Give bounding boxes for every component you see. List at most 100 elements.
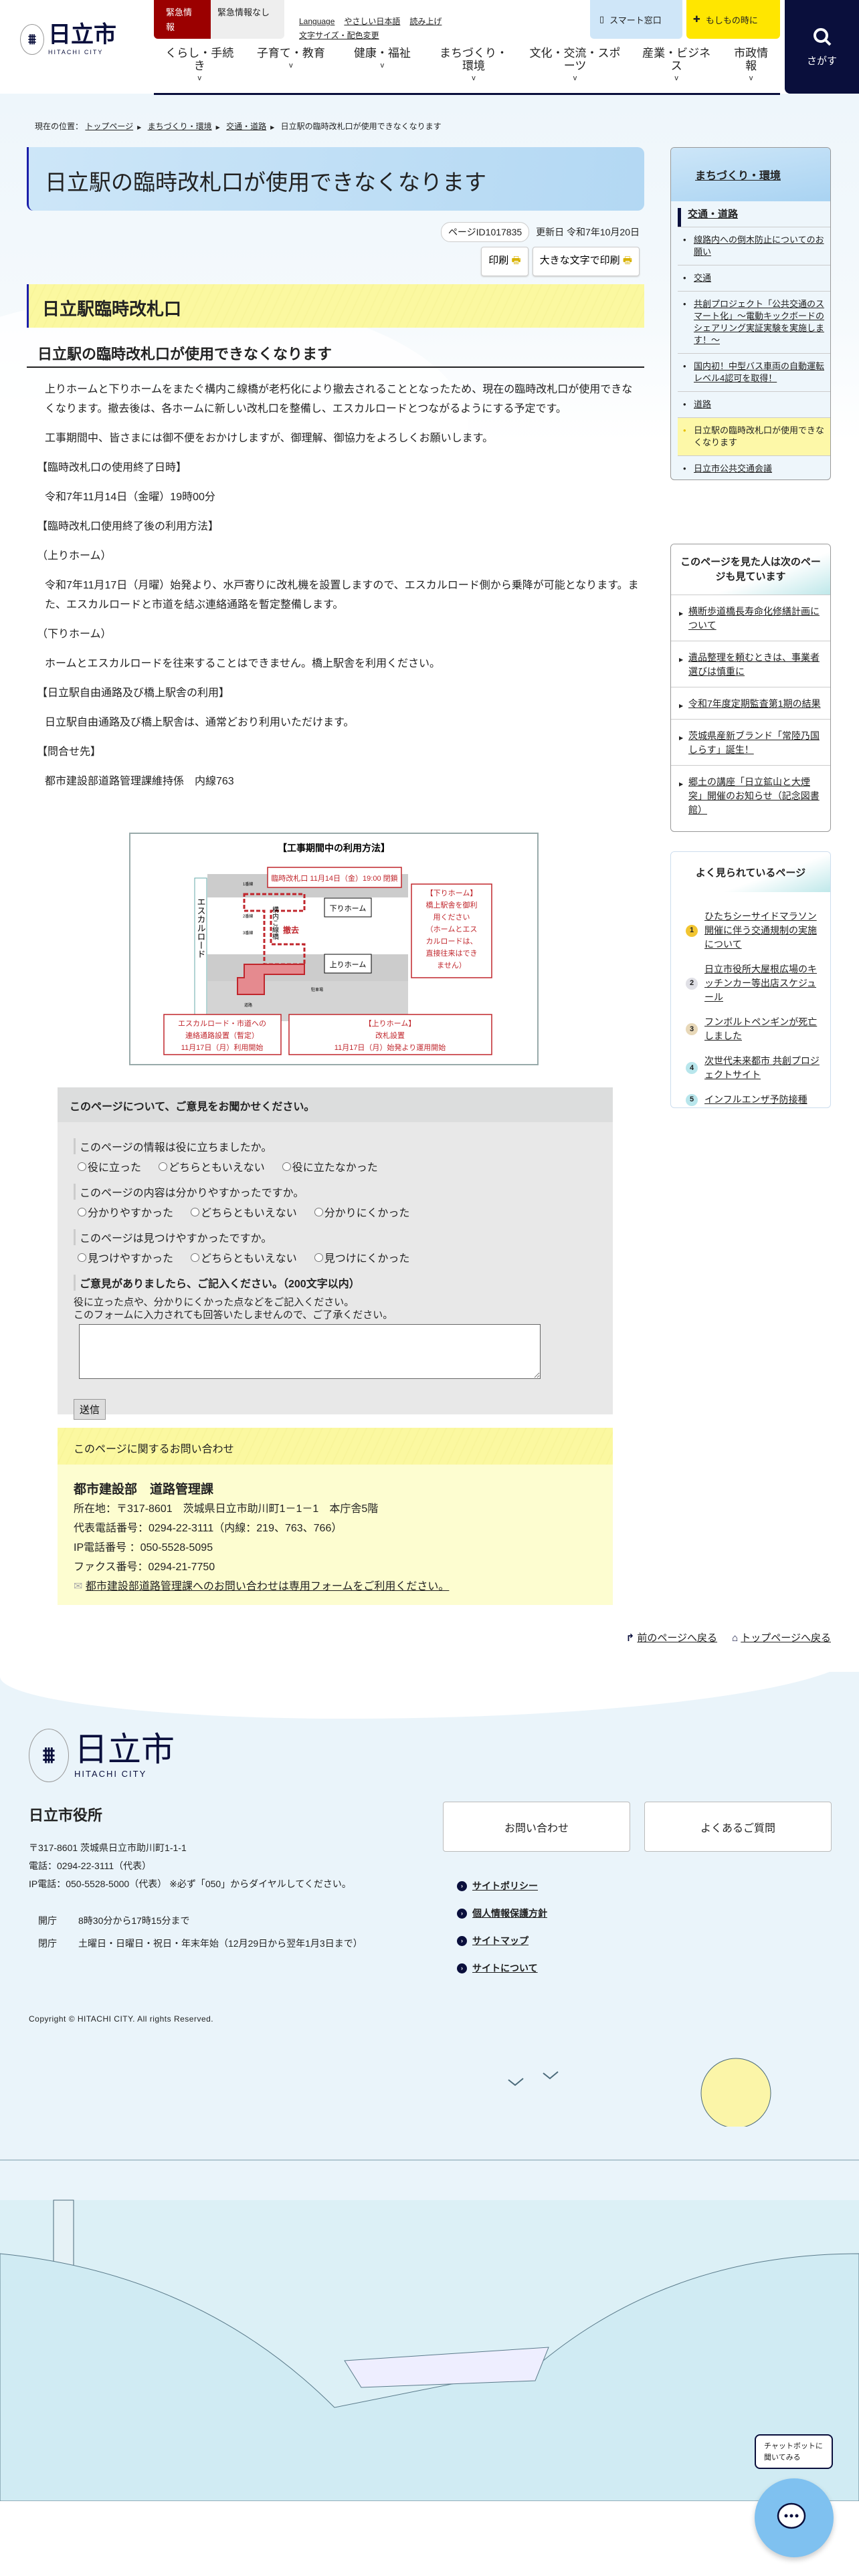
radio[interactable] [78, 1162, 86, 1171]
return-arrow-icon: ↱ [626, 1632, 635, 1644]
category-item: 日立市公共交通会議 [678, 455, 830, 479]
footer-logo-name: 日立市 [74, 1730, 175, 1768]
emergency-guide-button[interactable]: ✚もしもの時に [686, 0, 780, 39]
submit-button[interactable]: 送信 [74, 1399, 106, 1420]
popular-link[interactable]: 日立市役所大屋根広場のキッチンカー等出店スケジュール [704, 964, 817, 1002]
radio[interactable] [78, 1207, 86, 1216]
breadcrumb: 現在の位置： トップページ▶ まちづくり・環境▶ 交通・道路▶ 日立駅の臨時改札… [35, 120, 442, 132]
contact-dept: 都市建設部 道路管理課 [74, 1483, 214, 1497]
print-large-button[interactable]: 大きな文字で印刷 🖶 [532, 247, 640, 276]
footer-office-name: 日立市役所 [29, 1807, 103, 1824]
feedback-form: このページについて、ご意見をお聞かせください。 このページの情報は役に立ちました… [58, 1087, 613, 1420]
comment-textarea[interactable] [79, 1324, 541, 1379]
breadcrumb-current: 日立駅の臨時改札口が使用できなくなります [280, 122, 442, 131]
search-button[interactable]: さがす [785, 0, 859, 94]
radio-option[interactable]: どちらともいえない [159, 1158, 265, 1174]
text-size-color-link[interactable]: 文字サイズ・配色変更 [299, 31, 379, 40]
subcategory-link[interactable]: 交通・道路 [688, 209, 739, 220]
site-logo[interactable]: ⩩ 日立市 HITACHI CITY [20, 23, 116, 56]
search-label: さがす [806, 55, 837, 67]
footer-faq-button[interactable]: よくあるご質問 [644, 1802, 832, 1852]
station-diagram: 【工事期間中の利用方法】 エスカルロード 1番線 2番線 3番線 構内こ線橋 撤… [129, 833, 539, 1065]
site-header: ⩩ 日立市 HITACHI CITY 緊急情報 緊急情報なし Language や… [0, 0, 859, 95]
up-note-line: 【上りホーム】 [365, 1019, 416, 1028]
radio-option[interactable]: 分かりやすかった [78, 1204, 173, 1220]
popular-link[interactable]: ひたちシーサイドマラソン開催に伴う交通規制の実施について [704, 911, 817, 950]
contact-form-link[interactable]: 都市建設部道路管理課へのお問い合わせは専用フォームをご利用ください。 [85, 1581, 450, 1592]
radio[interactable] [159, 1162, 168, 1171]
breadcrumb-link[interactable]: トップページ [85, 122, 134, 131]
radio[interactable] [191, 1207, 200, 1216]
category-item-link[interactable]: 日立市公共交通会議 [694, 463, 773, 473]
radio-option[interactable]: 見つけにくかった [314, 1249, 409, 1265]
category-item-link[interactable]: 共創プロジェクト「公共交通のスマート化」～電動キックボードのシェアリング実証実験… [694, 299, 825, 345]
chatbot-tooltip[interactable]: チャットボットに聞いてみる [755, 2434, 833, 2469]
chevron-right-icon: ▶ [215, 124, 220, 130]
privacy-link[interactable]: 個人情報保護方針 [472, 1908, 547, 1919]
sitemap-link[interactable]: サイトマップ [472, 1935, 529, 1946]
chatbot-button[interactable] [755, 2478, 834, 2557]
related-link[interactable]: 郷土の講座「日立鉱山と大煙突」開催のお知らせ（記念図書館） [688, 776, 820, 815]
radio-option[interactable]: どちらともいえない [191, 1249, 297, 1265]
popular-link[interactable]: フンボルトペンギンが死亡しました [704, 1016, 818, 1041]
search-icon [813, 27, 831, 45]
up-note-line: 改札設置 [375, 1031, 405, 1040]
category-item-link[interactable]: 道路 [694, 399, 712, 409]
home-icon: ⌂ [732, 1632, 739, 1644]
radio-option[interactable]: どちらともいえない [191, 1204, 297, 1220]
radio-option[interactable]: 役に立たなかった [282, 1158, 378, 1174]
breadcrumb-link[interactable]: 交通・道路 [226, 122, 267, 131]
category-item-link[interactable]: 交通 [694, 273, 712, 283]
radio[interactable] [314, 1253, 323, 1262]
related-link[interactable]: 茨城県産新ブランド「常陸乃国しらす」誕生！ [688, 730, 820, 755]
radio-option[interactable]: 分かりにくかった [314, 1204, 409, 1220]
read-aloud-link[interactable]: 読み上げ [409, 17, 442, 26]
emergency-info[interactable]: 緊急情報 緊急情報なし [154, 0, 284, 39]
easy-japanese-link[interactable]: やさしい日本語 [344, 17, 401, 26]
feedback-question: このページは見つけやすかったですか。 [74, 1229, 613, 1245]
radio[interactable] [78, 1253, 86, 1262]
breadcrumb-link[interactable]: まちづくり・環境 [147, 122, 212, 131]
copyright: Copyright © HITACHI CITY. All rights Res… [29, 2014, 214, 2024]
passage-note-line: 11月17日（月）利用開始 [181, 1043, 264, 1052]
footer-contact-button[interactable]: お問い合わせ [443, 1802, 630, 1852]
smart-window-button[interactable]: ▯スマート窓口 [590, 0, 682, 39]
related-link[interactable]: 令和7年度定期監査第1期の結果 [688, 698, 821, 709]
radio[interactable] [191, 1253, 200, 1262]
print-button[interactable]: 印刷 🖶 [481, 247, 529, 276]
related-link[interactable]: 横断歩道橋長寿命化修繕計画について [688, 606, 820, 631]
footer-address-line: 〒317-8601 茨城県日立市助川町1-1-1 [29, 1842, 187, 1853]
popular-link[interactable]: 次世代未来都市 共創プロジェクトサイト [704, 1055, 820, 1080]
paragraph: 【問合せ先】 [37, 746, 102, 758]
escalroad-label: エスカルロード [196, 897, 206, 958]
nav-label: まちづくり・環境 [439, 47, 508, 72]
top-page-link[interactable]: トップページへ戻る [741, 1632, 831, 1644]
category-item-link[interactable]: 国内初！中型バス車両の自動運転レベル4認可を取得！ [694, 361, 825, 383]
prev-page-link[interactable]: 前のページへ戻る [637, 1632, 718, 1644]
related-list: 横断歩道橋長寿命化修繕計画について遺品整理を頼むときは、事業者選びは慎重に令和7… [671, 595, 830, 825]
radio[interactable] [282, 1162, 291, 1171]
contact-box: このページに関するお問い合わせ 都市建設部 道路管理課 所在地：〒317-860… [58, 1428, 613, 1605]
popular-link[interactable]: インフルエンザ予防接種 [704, 1094, 807, 1105]
radio[interactable] [314, 1207, 323, 1216]
landscape-illustration [0, 2058, 859, 2501]
related-link[interactable]: 遺品整理を頼むときは、事業者選びは慎重に [688, 652, 820, 677]
category-item-link[interactable]: 線路内への倒木防止についてのお願い [694, 235, 824, 257]
radio-option[interactable]: 役に立った [78, 1158, 141, 1174]
site-policy-link[interactable]: サイトポリシー [472, 1881, 538, 1891]
category-link[interactable]: まちづくり・環境 [695, 171, 781, 182]
chevron-right-icon: ▶ [270, 124, 275, 130]
about-site-link[interactable]: サイトについて [472, 1963, 538, 1973]
language-link[interactable]: Language [299, 17, 335, 26]
radio-option[interactable]: 見つけやすかった [78, 1249, 173, 1265]
chevron-right-icon: ▶ [137, 124, 142, 130]
